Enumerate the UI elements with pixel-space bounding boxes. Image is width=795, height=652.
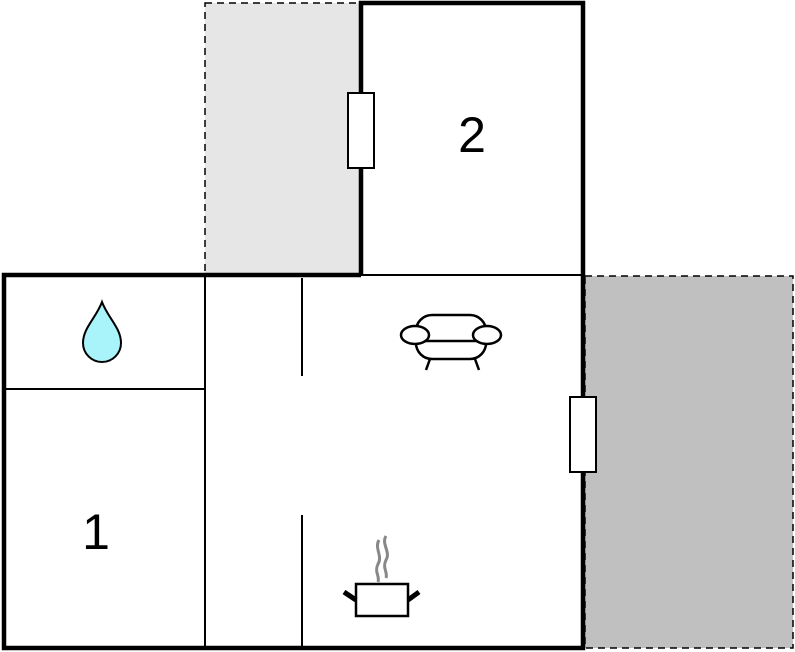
window-icon (347, 92, 375, 169)
room-label: 2 (458, 107, 486, 163)
interior-walls (4, 274, 583, 648)
water-drop-icon (81, 299, 123, 363)
sofa-icon (399, 313, 503, 371)
terrace-light (204, 2, 362, 276)
room-label: 1 (82, 504, 110, 560)
window-icon (569, 396, 597, 473)
cooking-pot-icon (342, 535, 421, 618)
terrace-dark (584, 275, 794, 649)
exterior-walls (1, 0, 586, 651)
